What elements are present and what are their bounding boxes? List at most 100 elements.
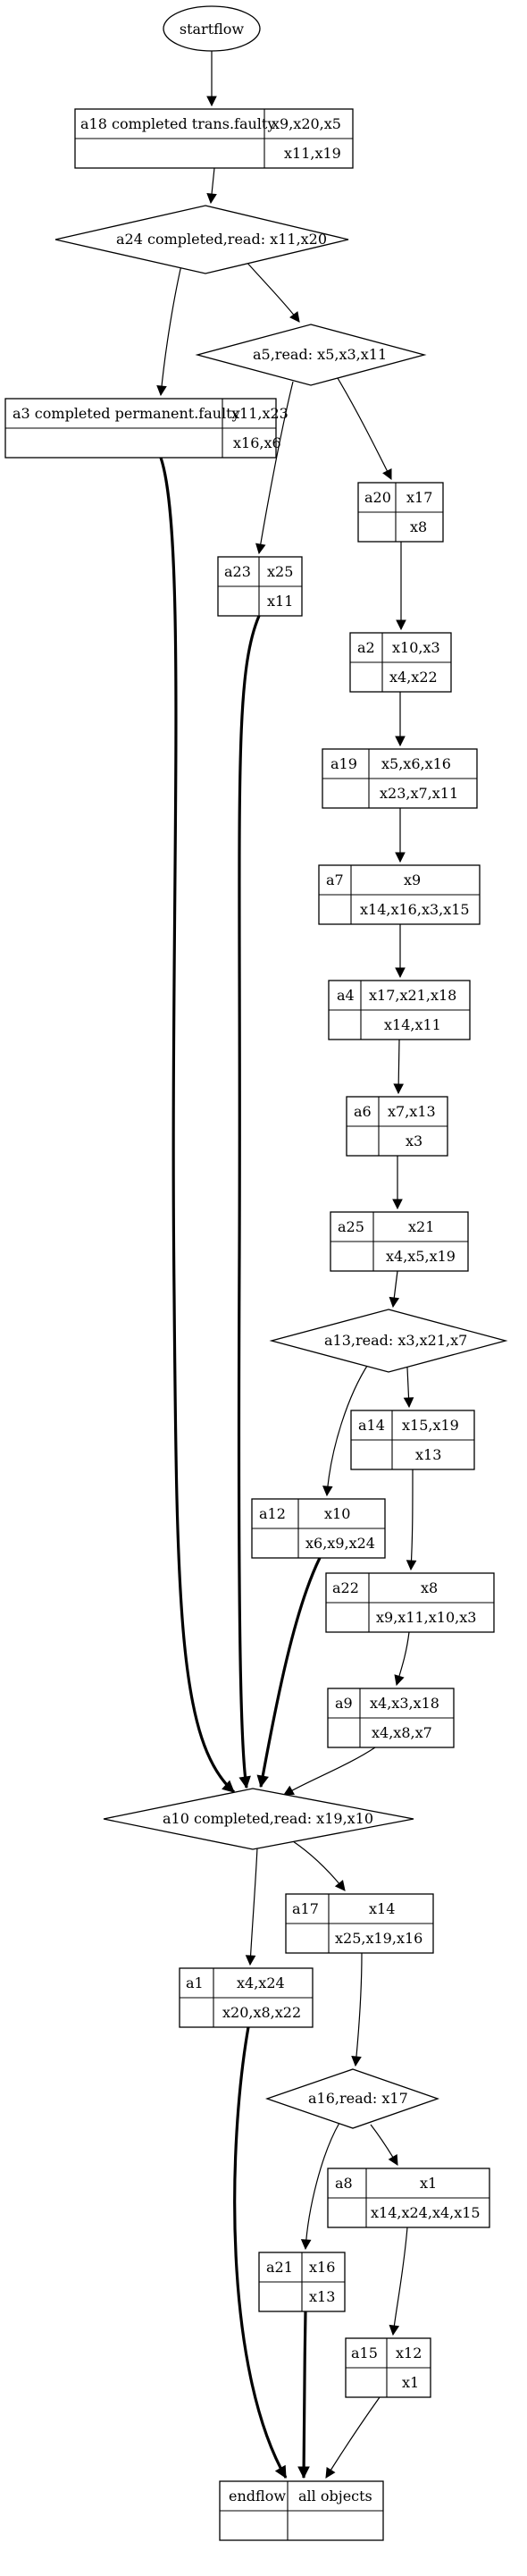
record-a18-top: x9,x20,x5 [272, 115, 341, 132]
edge-a13-to-a12 [326, 1362, 370, 1496]
start-label: startflow [180, 21, 245, 38]
edge-a5-to-a23 [258, 381, 294, 554]
arrowhead-a24-to-a3 [156, 384, 167, 397]
edge-a8-to-a15 [392, 2227, 408, 2336]
record-a17-bottom: x25,x19,x16 [335, 1930, 422, 1947]
record-a21-top: x16 [309, 2259, 335, 2276]
decision-a24-diamond [54, 205, 349, 274]
edge-a24-to-a5 [245, 260, 300, 323]
arrowhead-a7-to-a4 [395, 967, 406, 979]
arrowhead-a3-to-a10 [222, 1780, 235, 1793]
record-a4-name: a4 [337, 987, 355, 1004]
record-a8-bottom: x14,x24,x4,x15 [371, 2204, 481, 2221]
decision-a16-label: a16,read: x17 [308, 2090, 408, 2107]
record-a9-bottom: x4,x8,x7 [372, 1724, 432, 1741]
arrowhead-a14-to-a22 [406, 1560, 417, 1571]
end-node: endflow all objects [219, 2480, 384, 2541]
record-a3-name: a3 completed permanent.faulty [13, 405, 240, 422]
record-a20-bottom: x8 [410, 518, 427, 535]
edge-a17-to-a16 [355, 1952, 363, 2067]
record-a21-bottom: x13 [309, 2288, 335, 2305]
decision-a10-label: a10 completed,read: x19,x10 [163, 1810, 373, 1827]
record-a22: a22 x8 x9,x11,x10,x3 [325, 1572, 495, 1633]
edge-a10-to-a17 [292, 1840, 346, 1891]
edges-layer [156, 51, 417, 2479]
arrowhead-a19-to-a7 [395, 852, 406, 863]
decision-a5: a5,read: x5,x3,x11 [195, 324, 427, 386]
arrowhead-a15-to-end [325, 2467, 336, 2479]
record-a19-name: a19 [330, 755, 357, 772]
record-a19-top: x5,x6,x16 [381, 755, 451, 772]
record-a25: a25 x21 x4,x5,x19 [330, 1211, 469, 1272]
record-a8-name: a8 [335, 2175, 353, 2192]
edge-a12-to-a10 [259, 1557, 322, 1788]
record-a3-bottom: x16,x6 [233, 434, 281, 451]
record-a12-name: a12 [259, 1505, 286, 1522]
record-a14: a14 x15,x19 x13 [350, 1410, 475, 1470]
arrowhead-a2-to-a19 [395, 736, 406, 747]
decision-a5-label: a5,read: x5,x3,x11 [253, 346, 387, 363]
edge-a14-to-a22 [410, 1469, 414, 1570]
record-a15-top: x12 [396, 2344, 422, 2361]
edge-a23-to-a10 [237, 615, 261, 1789]
arrowhead-a8-to-a15 [389, 2324, 400, 2336]
record-a25-name: a25 [338, 1218, 364, 1235]
record-a7-top: x9 [404, 871, 421, 888]
arrowhead-a22-to-a9 [394, 1674, 405, 1687]
decision-a16: a16,read: x17 [265, 2068, 439, 2129]
edge-a16-to-a21 [305, 2122, 340, 2250]
edge-a24-to-a3 [160, 257, 184, 396]
arrowhead-a4-to-a6 [393, 1083, 404, 1095]
edge-a3-to-a10 [159, 457, 236, 1794]
arrowhead-a1-to-end [274, 2464, 287, 2479]
record-a25-bottom: x4,x5,x19 [386, 1248, 456, 1265]
record-a22-bottom: x9,x11,x10,x3 [376, 1609, 476, 1626]
arrowhead-a16-to-a21 [300, 2239, 312, 2251]
record-a6-bottom: x3 [406, 1132, 422, 1149]
record-a15-bottom: x1 [402, 2374, 419, 2391]
record-a3-top: x11,x23 [231, 405, 289, 422]
decision-a10: a10 completed,read: x19,x10 [103, 1788, 414, 1850]
record-a19: a19 x5,x6,x16 x23,x7,x11 [322, 748, 478, 809]
arrowhead-a23-to-a10 [238, 1775, 251, 1789]
edge-a10-to-a1 [249, 1847, 258, 1966]
record-a17: a17 x14 x25,x19,x16 [285, 1893, 434, 1954]
record-a9-top: x4,x3,x18 [370, 1695, 439, 1712]
arrowhead-a5-to-a20 [382, 468, 392, 480]
record-a18-bottom: x11,x19 [284, 145, 341, 162]
end-left-label: endflow [229, 2488, 286, 2504]
record-a7: a7 x9 x14,x16,x3,x15 [318, 864, 481, 925]
record-a2: a2 x10,x3 x4,x22 [349, 632, 452, 693]
record-a14-bottom: x13 [415, 1446, 441, 1463]
record-a20-name: a20 [364, 489, 391, 506]
record-a12-top: x10 [324, 1505, 350, 1522]
arrowhead-a6-to-a25 [392, 1199, 403, 1210]
record-a2-bottom: x4,x22 [389, 669, 438, 686]
edge-a21-to-end [302, 2311, 307, 2479]
arrowhead-a5-to-a23 [255, 543, 266, 555]
start-node: startflow [163, 5, 261, 52]
record-a8-top: x1 [420, 2175, 437, 2192]
record-a17-name: a17 [292, 1900, 319, 1917]
decision-a24-label: a24 completed,read: x11,x20 [116, 231, 327, 248]
record-a1-name: a1 [186, 1974, 204, 1991]
record-a12-bottom: x6,x9,x24 [305, 1535, 375, 1552]
edge-a5-to-a20 [337, 377, 392, 480]
arrowhead-a10-to-a1 [245, 1955, 256, 1966]
record-a4-bottom: x14,x11 [384, 1016, 441, 1033]
record-a15: a15 x12 x1 [345, 2337, 431, 2398]
record-a1-bottom: x20,x8,x22 [222, 2004, 301, 2021]
record-a19-bottom: x23,x7,x11 [380, 785, 458, 802]
record-a7-bottom: x14,x16,x3,x15 [360, 901, 470, 918]
record-a23: a23 x25 x11 [217, 556, 303, 617]
record-a25-top: x21 [408, 1218, 434, 1235]
record-a4-top: x17,x21,x18 [369, 987, 456, 1004]
edge-a9-to-a10 [283, 1747, 376, 1796]
record-a14-name: a14 [358, 1417, 385, 1434]
decision-a10-diamond [103, 1788, 414, 1850]
record-a8: a8 x1 x14,x24,x4,x15 [327, 2168, 490, 2228]
record-a20-top: x17 [406, 489, 432, 506]
arrowhead-a18-to-a24 [206, 192, 217, 205]
record-a6-top: x7,x13 [388, 1103, 436, 1120]
